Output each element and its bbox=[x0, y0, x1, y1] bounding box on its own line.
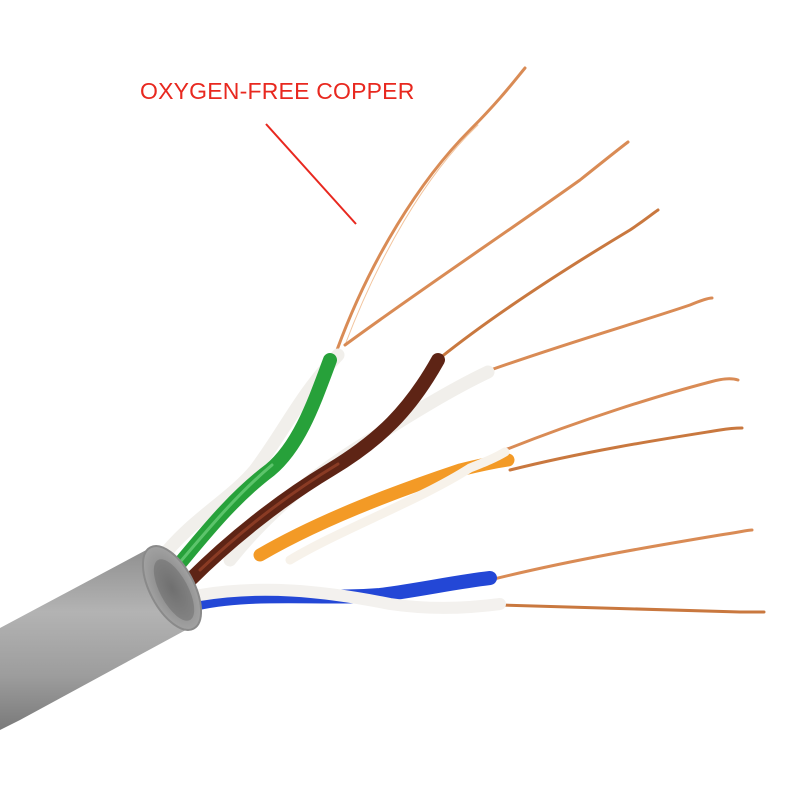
copper-wire-4 bbox=[483, 296, 714, 374]
annotation-pointer-line bbox=[265, 123, 357, 225]
copper-wire-1 bbox=[335, 66, 527, 352]
twisted-pairs bbox=[153, 348, 515, 614]
white-green-stripe-wire bbox=[153, 348, 345, 567]
white-orange-stripe-wire bbox=[285, 447, 510, 565]
copper-wire-3 bbox=[438, 208, 660, 360]
copper-wire-7 bbox=[488, 528, 754, 582]
oxygen-free-copper-label: OXYGEN-FREE COPPER bbox=[140, 78, 415, 104]
copper-wire-2 bbox=[343, 140, 630, 347]
copper-wire-8 bbox=[498, 603, 766, 614]
white-blue-stripe-wire bbox=[194, 583, 506, 614]
copper-wire-5 bbox=[503, 377, 740, 452]
copper-wire-6 bbox=[508, 426, 744, 472]
cable-jacket bbox=[0, 545, 203, 730]
orange-wire bbox=[253, 453, 515, 562]
copper-wires bbox=[335, 66, 766, 614]
